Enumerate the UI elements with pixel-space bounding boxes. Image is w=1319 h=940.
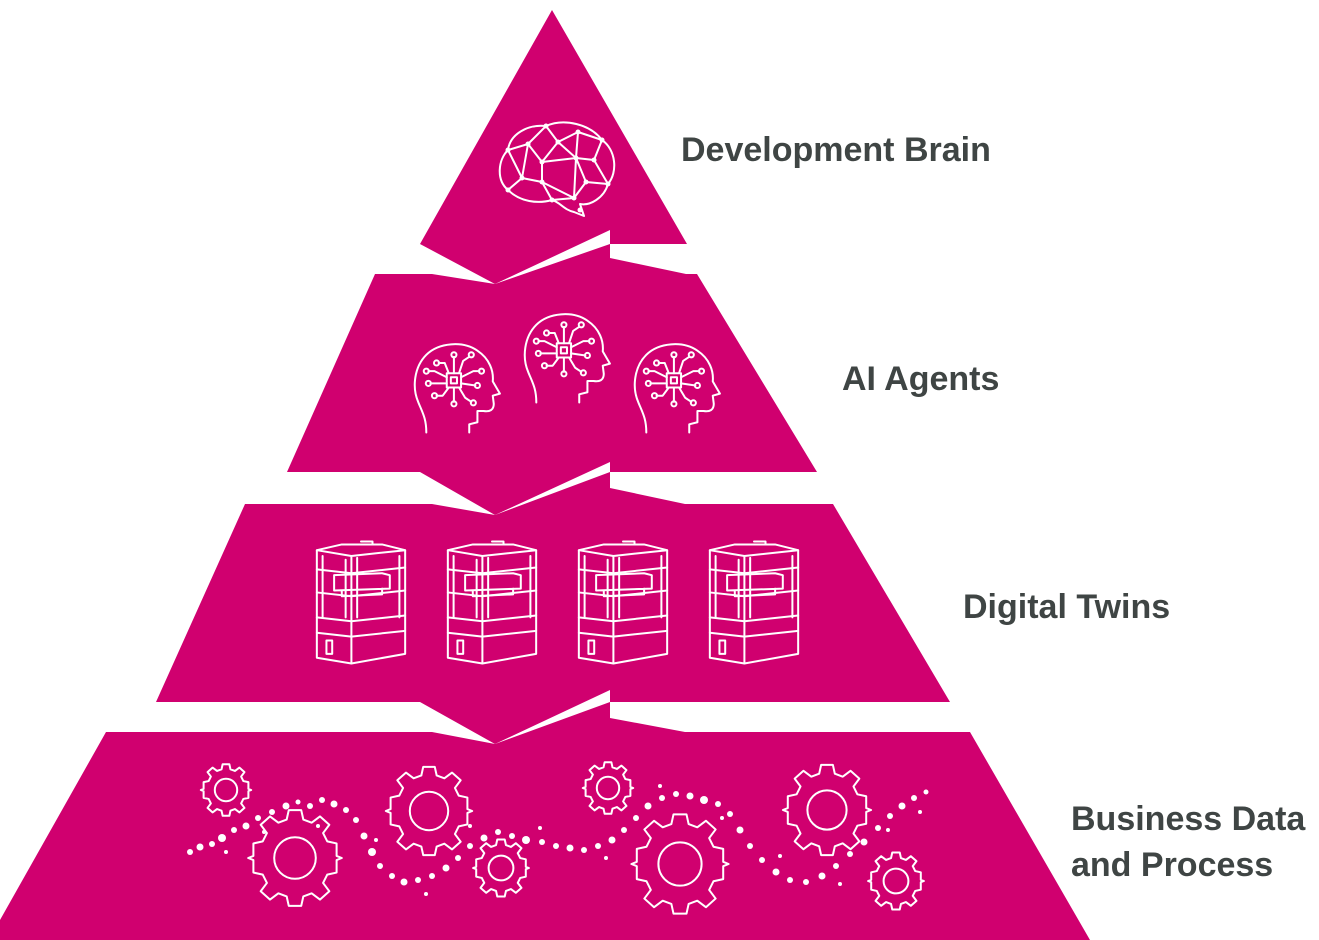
tier-label-line: AI Agents [842,360,1000,398]
data-particles [187,784,929,896]
tier-label-digital-twins: Digital Twins [963,584,1170,630]
tier-label-development-brain: Development Brain [681,127,991,173]
tier-label-line: Business Data [1071,800,1306,838]
tier-label-line: Development Brain [681,131,991,169]
tier-label-line: and Process [1071,846,1274,884]
tier-agents-shape [287,244,817,515]
tier-label-ai-agents: AI Agents [842,356,999,402]
brain-network-icon [498,121,616,217]
tier-twins-shape [156,472,950,744]
tier-label-business-data: Business Data and Process [1071,796,1305,888]
tier-business-shape [0,702,1090,940]
tier-label-line: Digital Twins [963,588,1171,626]
